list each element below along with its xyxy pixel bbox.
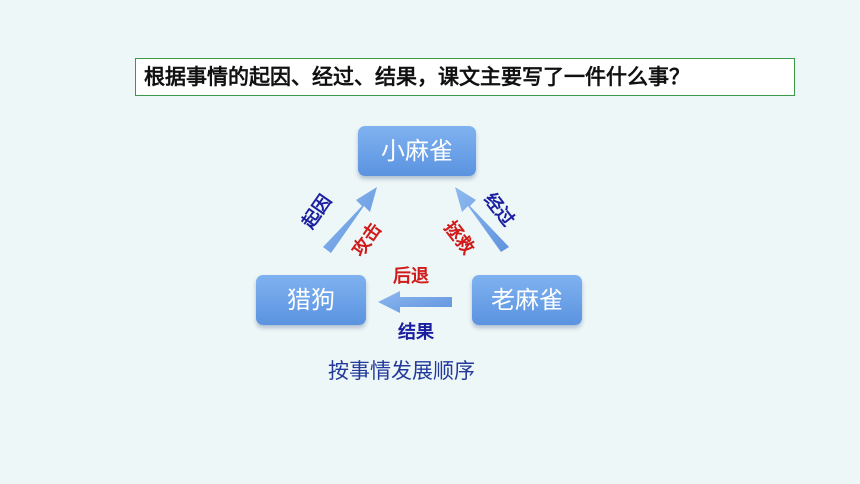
arrow-left-to-top [323, 187, 377, 253]
caption: 按事情发展顺序 [328, 359, 475, 383]
node-old-sparrow: 老麻雀 [472, 275, 582, 325]
node-little-sparrow: 小麻雀 [358, 126, 476, 176]
question-box: 根据事情的起因、经过、结果，课文主要写了一件什么事？ [135, 58, 795, 96]
arrow-right-to-top [455, 187, 509, 252]
label-retreat: 后退 [393, 266, 429, 287]
arrow-right-to-left [378, 291, 452, 313]
node-hound: 猎狗 [256, 275, 366, 325]
label-result: 结果 [398, 322, 434, 343]
